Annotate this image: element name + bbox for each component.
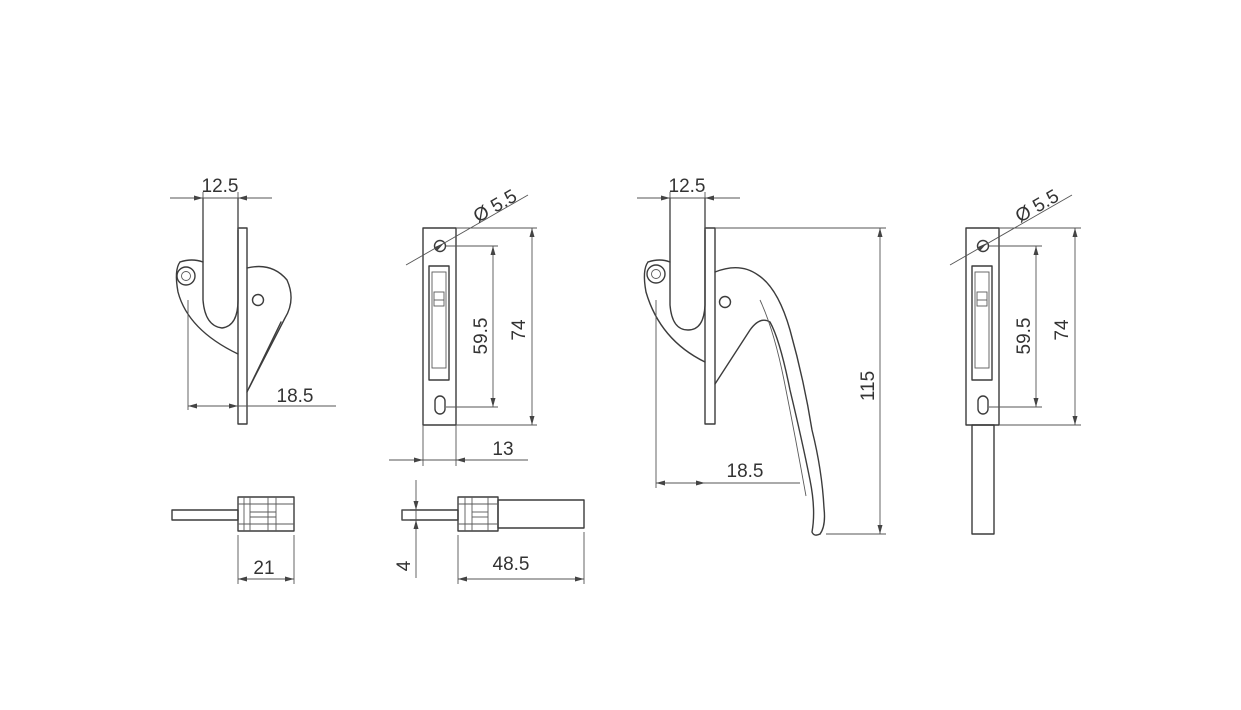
dim-right-hole-label: Ø 5.5 [1012, 186, 1063, 227]
dim-front-hole: Ø 5.5 [405, 186, 529, 266]
dim-handle-height: 115 [715, 227, 886, 535]
dim-handle-offset: 18.5 [655, 300, 800, 488]
dim-handle-top-width-label: 12.5 [669, 176, 706, 197]
keeper-front-view [422, 227, 457, 426]
dim-side-length: 48.5 [457, 532, 585, 584]
dim-handle-offset-label: 18.5 [727, 461, 764, 482]
keeper-side-view [401, 496, 585, 532]
dim-left-offset-label: 18.5 [277, 386, 314, 407]
dim-front-height: 74 [456, 227, 537, 426]
dim-right-inner-height: 59.5 [989, 245, 1042, 408]
dim-side-thickness: 4 [394, 480, 419, 578]
dim-side-length-label: 48.5 [493, 554, 530, 575]
dim-front-inner-height: 59.5 [446, 245, 498, 408]
latch-top-view [171, 496, 295, 532]
latch-side-view [175, 197, 292, 425]
dim-left-base-label: 21 [253, 558, 274, 579]
dim-right-height: 74 [999, 227, 1081, 426]
dim-front-height-label: 74 [509, 319, 530, 341]
dim-right-inner-height-label: 59.5 [1014, 318, 1035, 355]
dim-front-hole-label: Ø 5.5 [470, 186, 521, 227]
handle-keeper-front-view [965, 227, 1000, 535]
dim-left-base: 21 [237, 535, 295, 584]
dim-right-height-label: 74 [1052, 319, 1073, 341]
dim-front-depth-label: 13 [492, 439, 513, 460]
dim-front-inner-height-label: 59.5 [471, 318, 492, 355]
dim-handle-top-width: 12.5 [637, 176, 740, 230]
dim-side-thickness-label: 4 [394, 560, 415, 571]
dim-left-top-width: 12.5 [170, 176, 272, 230]
handle-side-view [643, 197, 826, 536]
dim-left-offset: 18.5 [187, 300, 336, 410]
dim-right-hole: Ø 5.5 [949, 186, 1073, 266]
dim-left-top-width-label: 12.5 [202, 176, 239, 197]
dim-front-depth: 13 [389, 425, 528, 466]
dim-handle-height-label: 115 [858, 371, 879, 401]
